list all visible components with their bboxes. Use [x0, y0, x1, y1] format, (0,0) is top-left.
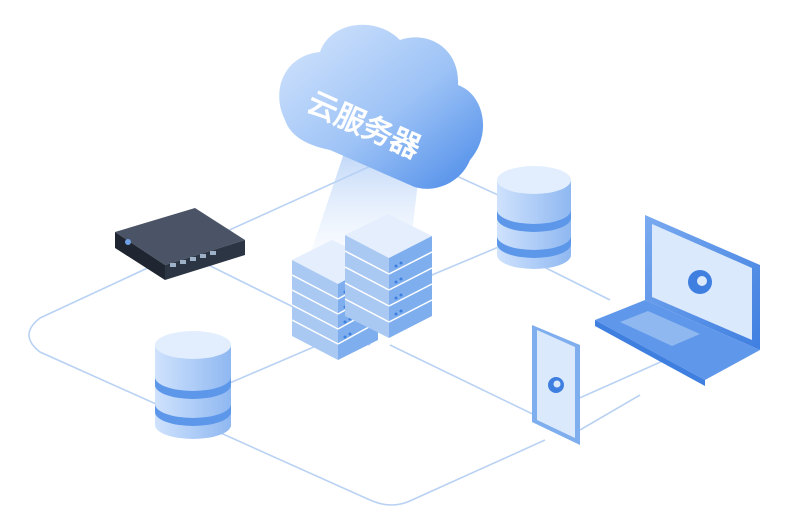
- database-icon: [155, 331, 231, 439]
- phone-icon: [532, 325, 580, 445]
- laptop-icon: [595, 215, 760, 386]
- cloud-icon: 云服务器: [279, 24, 484, 189]
- app-logo-icon: [548, 377, 564, 393]
- app-logo-icon: [688, 270, 712, 294]
- database-icon: [497, 166, 571, 269]
- server-rack-icon: [344, 214, 433, 338]
- router-icon: [115, 208, 245, 280]
